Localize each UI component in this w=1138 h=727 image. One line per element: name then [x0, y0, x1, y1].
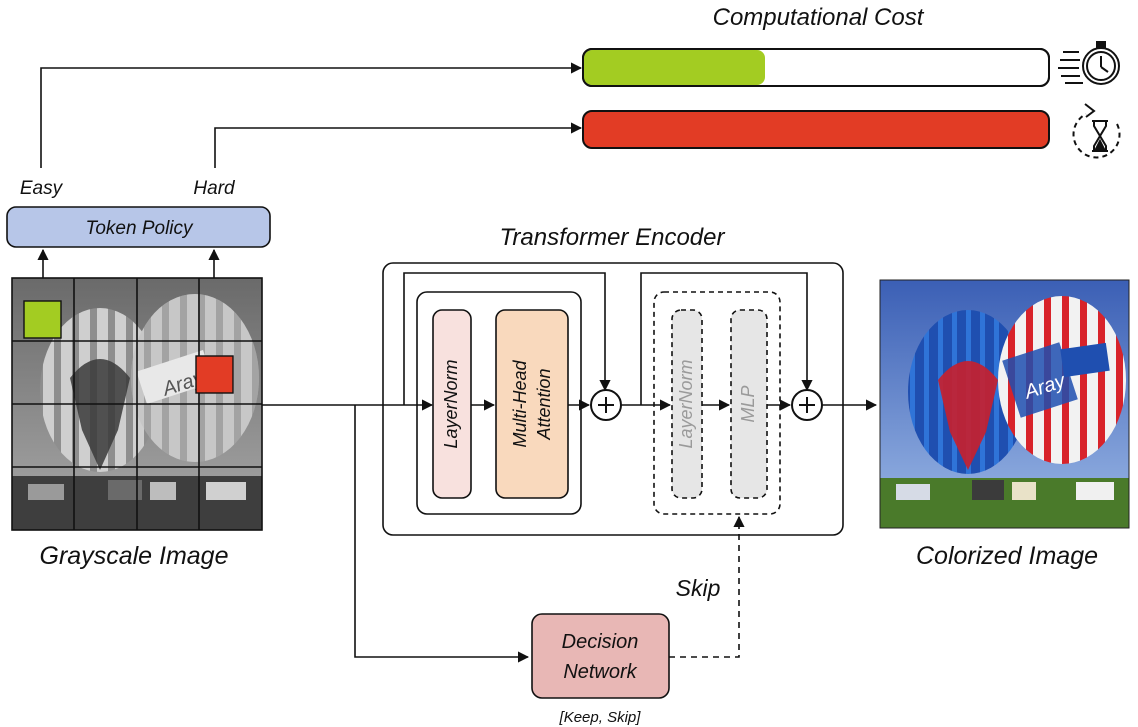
layernorm-2: LayerNorm — [671, 309, 703, 499]
attention-label-line2: Attention — [534, 368, 554, 440]
grayscale-image: Aray — [11, 277, 263, 531]
token-policy-box: Token Policy — [6, 206, 271, 248]
decision-outputs-label: [Keep, Skip] — [559, 709, 642, 726]
grayscale-caption: Grayscale Image — [40, 542, 229, 570]
colorized-caption: Colorized Image — [916, 542, 1098, 570]
skip-signal-arrow — [669, 515, 745, 658]
decision-label-line1: Decision — [562, 631, 639, 653]
image-to-decision-arrow — [354, 405, 530, 663]
decision-network-box: Decision Network — [531, 613, 670, 699]
stopwatch-icon — [1058, 41, 1120, 85]
decision-label-line2: Network — [563, 661, 637, 683]
easy-cost-fill — [584, 50, 765, 85]
multi-head-attention: Multi-Head Attention — [495, 309, 569, 499]
layernorm-1-label: LayerNorm — [441, 359, 461, 448]
easy-cost-bar — [582, 48, 1050, 87]
easy-label: Easy — [20, 178, 64, 199]
attention-label-line1: Multi-Head — [510, 359, 530, 447]
token-policy-label: Token Policy — [85, 218, 194, 239]
cost-title: Computational Cost — [713, 4, 925, 31]
colorized-image: Aray — [879, 279, 1130, 529]
mlp-block: MLP — [730, 309, 768, 499]
mlp-label: MLP — [738, 385, 758, 422]
hourglass-icon — [1072, 103, 1121, 159]
hard-token-patch — [195, 355, 234, 394]
mlp-block-box — [653, 291, 781, 515]
easy-to-cost-arrow — [40, 62, 583, 168]
encoder-outer-box — [382, 262, 844, 536]
add-node-2 — [791, 389, 823, 421]
residual-path-1 — [403, 272, 611, 405]
easy-token-patch — [23, 300, 62, 339]
encoder-title: Transformer Encoder — [500, 224, 726, 251]
layernorm-1: LayerNorm — [432, 309, 472, 499]
layernorm-2-label: LayerNorm — [676, 359, 696, 448]
skip-label: Skip — [676, 575, 721, 601]
hard-to-cost-arrow — [214, 122, 583, 168]
hard-label: Hard — [193, 178, 236, 199]
hard-cost-bar — [582, 110, 1050, 149]
add-node-1 — [590, 389, 622, 421]
residual-path-2 — [640, 272, 813, 405]
